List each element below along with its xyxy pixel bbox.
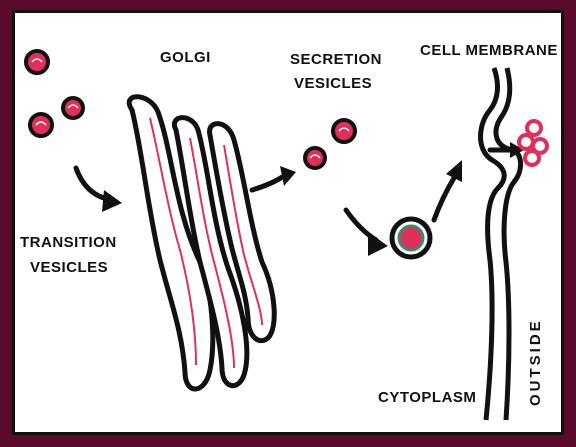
transition-vesicles [26, 51, 83, 136]
golgi-apparatus [129, 97, 274, 389]
released-product [519, 121, 547, 165]
outside-label: OUTSIDE [527, 318, 544, 406]
cell-membrane-label: CELL MEMBRANE [420, 42, 558, 59]
arrow-to-fusing-vesicle [346, 210, 388, 256]
secretion-vesicles-label-line2: VESICLES [294, 75, 372, 92]
transition-vesicles-label-line1: TRANSITION [20, 234, 117, 251]
arrow-to-secretion-vesicles [252, 166, 296, 190]
cell-membrane [481, 68, 521, 420]
secretion-vesicles [305, 120, 355, 168]
transition-vesicle [63, 98, 83, 118]
arrow-to-golgi [76, 168, 122, 212]
transition-vesicle [26, 51, 48, 73]
secretion-vesicles-label-line1: SECRETION [290, 51, 382, 68]
transition-vesicle [30, 114, 52, 136]
golgi-label: GOLGI [160, 49, 211, 66]
transition-vesicles-label-line2: VESICLES [30, 259, 108, 276]
secretion-vesicle [305, 148, 325, 168]
secretion-vesicle [333, 120, 355, 142]
arrow-to-membrane [434, 160, 462, 220]
fusing-vesicle [392, 219, 430, 257]
cytoplasm-label: CYTOPLASM [378, 389, 476, 406]
